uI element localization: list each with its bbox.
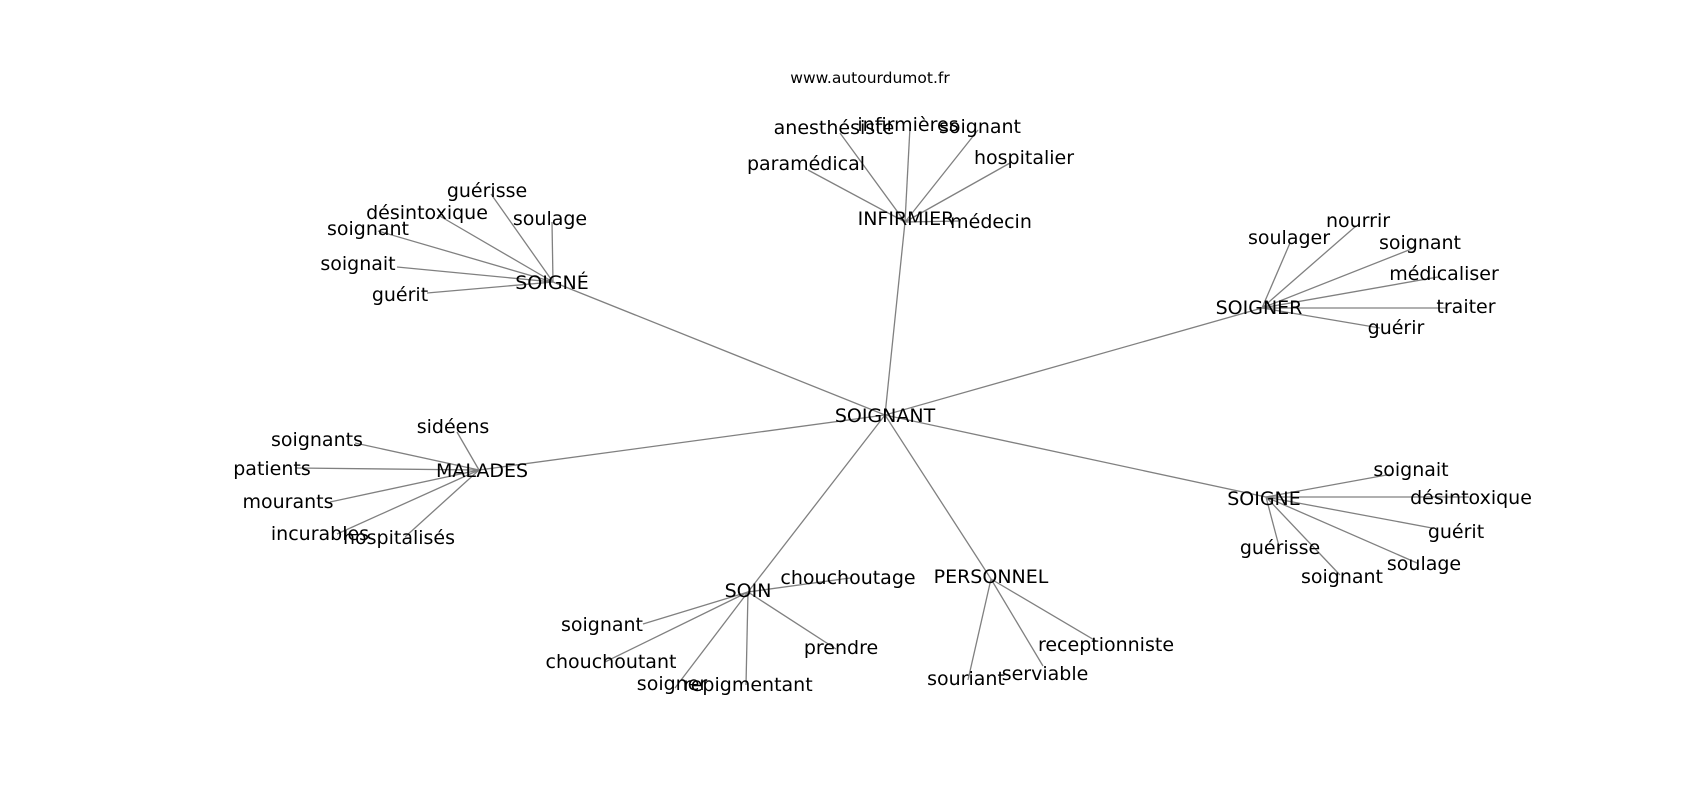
hub-node-label: SOIGNE (1227, 488, 1301, 510)
edge-hub-to-word (1261, 247, 1415, 309)
word-node-label: soignants (271, 429, 363, 451)
edge-hub-to-word (747, 577, 851, 593)
edge-hub-to-word (904, 162, 1011, 223)
edge-center-to-hub (884, 414, 1267, 498)
word-node-label: soignait (1373, 459, 1448, 481)
word-node-label: soignant (1301, 566, 1383, 588)
word-node-label: soignant (561, 614, 643, 636)
edge-hub-to-word (990, 578, 1097, 642)
edge-center-to-hub (552, 281, 886, 416)
word-node-label: soignant (939, 116, 1021, 138)
edge-center-to-hub (747, 414, 886, 593)
word-node-label: souriant (927, 668, 1005, 690)
edge-hub-to-word (377, 230, 554, 283)
edge-hub-to-word (1265, 496, 1418, 564)
edge-hub-to-word (747, 591, 837, 650)
word-node-label: sidéens (417, 416, 490, 438)
edge-hub-to-word (354, 442, 480, 471)
edge-hub-to-word (807, 169, 906, 223)
word-node-label: nourrir (1326, 210, 1390, 232)
word-node-label: infirmières (857, 114, 958, 136)
edges-layer (295, 126, 1469, 689)
word-node-label: soulage (1387, 553, 1461, 575)
edge-hub-to-word (1265, 473, 1393, 498)
word-node-label: receptionniste (1038, 634, 1174, 656)
hub-node-label: PERSONNEL (934, 566, 1049, 588)
word-node-label: mourants (242, 491, 333, 513)
edge-hub-to-word (904, 126, 911, 223)
word-node-label: paramédical (747, 153, 865, 175)
edge-hub-to-word (1261, 242, 1291, 309)
word-node-label: traiter (1436, 296, 1495, 318)
edge-hub-to-word (1265, 496, 1281, 551)
hub-node-label: SOIGNER (1216, 297, 1303, 319)
edge-hub-to-word (674, 591, 749, 689)
edge-hub-to-word (1261, 307, 1381, 329)
edge-hub-to-word (1261, 276, 1439, 309)
site-watermark: www.autourdumot.fr (790, 69, 950, 87)
word-node-label: chouchoutage (780, 567, 915, 589)
edge-hub-to-word (437, 214, 554, 283)
word-node-label: hospitalisés (343, 527, 455, 549)
word-node-label: soignait (320, 253, 395, 275)
edge-hub-to-word (295, 467, 480, 471)
edge-hub-to-word (551, 221, 554, 283)
word-node-label: guérisse (447, 180, 527, 202)
edge-hub-to-word (904, 129, 979, 223)
edge-hub-to-word (329, 469, 480, 503)
word-node-label: guérir (1368, 317, 1425, 339)
edge-hub-to-word (1265, 496, 1433, 529)
word-node-label: désintoxique (366, 202, 488, 224)
edge-hub-to-word (745, 591, 749, 686)
word-node-label: anesthésiste (774, 117, 895, 139)
word-node-label: désintoxique (1410, 487, 1532, 509)
edge-hub-to-word (904, 220, 961, 223)
word-node-label: soulager (1248, 227, 1330, 249)
word-node-label: repigmentant (683, 674, 812, 696)
word-node-label: chouchoutant (546, 651, 677, 673)
word-node-label: hospitalier (974, 147, 1074, 169)
edge-hub-to-word (990, 578, 1044, 667)
word-node-label: guérit (372, 284, 428, 306)
edge-hub-to-word (396, 266, 554, 283)
edge-hub-to-word (456, 431, 480, 471)
word-node-label: guérit (1428, 521, 1484, 543)
edge-center-to-hub (884, 221, 906, 416)
word-node-label: prendre (804, 637, 878, 659)
word-node-label: patients (233, 458, 311, 480)
edge-center-to-hub (478, 414, 886, 471)
edge-center-to-hub (884, 307, 1263, 416)
hub-node-label: MALADES (436, 460, 528, 482)
word-node-label: serviable (1002, 663, 1089, 685)
word-node-label: incurables (271, 523, 369, 545)
word-node-label: soignant (1379, 232, 1461, 254)
word-node-label: médicaliser (1389, 263, 1499, 285)
hub-node-label: SOIGNÉ (515, 271, 589, 294)
hub-node-label: INFIRMIER (858, 208, 955, 230)
center-node-label: SOIGNANT (835, 405, 936, 427)
word-node-label: soulage (513, 208, 587, 230)
edge-center-to-hub (884, 414, 992, 580)
edge-hub-to-word (490, 193, 554, 283)
edge-hub-to-word (404, 469, 480, 538)
labels-layer: www.autourdumot.fr SOIGNANT INFIRMIER anes… (233, 69, 1532, 696)
word-node-label: soigner (637, 673, 708, 695)
hub-node-label: SOIN (725, 580, 772, 602)
edge-hub-to-word (604, 591, 749, 663)
edge-hub-to-word (1265, 496, 1341, 576)
edge-hub-to-word (967, 578, 992, 681)
edge-hub-to-word (642, 591, 749, 625)
edge-hub-to-word (1261, 225, 1357, 309)
edge-hub-to-word (839, 132, 906, 223)
edge-hub-to-word (336, 469, 480, 535)
word-node-label: médecin (950, 211, 1032, 233)
word-node-label: soignant (327, 218, 409, 240)
edge-hub-to-word (426, 281, 554, 294)
word-node-label: guérisse (1240, 537, 1320, 559)
